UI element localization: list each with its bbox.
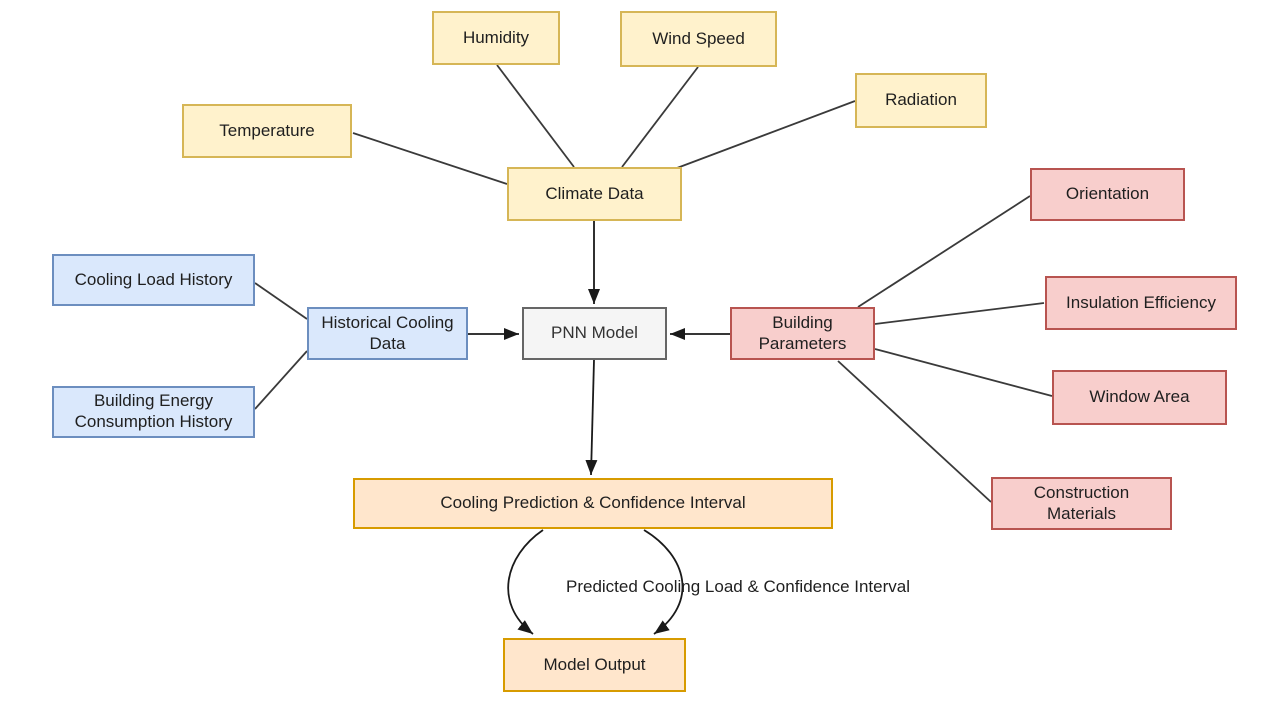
node-temperature-label: Temperature: [219, 120, 315, 140]
node-radiation-label: Radiation: [885, 90, 957, 110]
node-insulation-efficiency: Insulation Efficiency: [1045, 276, 1237, 330]
node-orientation-label: Orientation: [1065, 184, 1150, 204]
edge-label-predicted-cooling-load: Predicted Cooling Load & Confidence Inte…: [566, 577, 910, 596]
edge-humidity-climate: [496, 64, 575, 168]
node-window-area: Window Area: [1052, 370, 1227, 425]
node-radiation: Radiation: [855, 73, 987, 128]
node-cooling-load-history-label: Cooling Load History: [74, 269, 233, 289]
node-insulation-efficiency-label: Insulation Efficiency: [1066, 292, 1216, 312]
node-pnn-model: PNN Model: [522, 307, 667, 360]
node-building-energy-consumption-history-label: Building Energy Consumption History: [74, 391, 233, 431]
edge-coolingloadhistory-historical: [254, 282, 308, 320]
node-cooling-prediction: Cooling Prediction & Confidence Interval: [353, 478, 833, 529]
node-construction-materials-label: Construction Materials: [1033, 482, 1130, 523]
arrow-pnn-coolingprediction: [585, 359, 598, 476]
node-pnn-model-label: PNN Model: [551, 323, 638, 343]
node-climate-data-label: Climate Data: [545, 183, 644, 203]
edge-temperature-climate: [352, 132, 508, 185]
node-window-area-label: Window Area: [1089, 387, 1190, 407]
edge-buildingenergy-historical: [254, 350, 308, 410]
node-building-energy-consumption-history: Building Energy Consumption History: [52, 386, 255, 438]
node-humidity-label: Humidity: [462, 27, 530, 47]
node-construction-materials: Construction Materials: [991, 477, 1172, 530]
arrow-prediction-modeloutput-right: [643, 529, 684, 635]
node-orientation: Orientation: [1030, 168, 1185, 221]
node-cooling-prediction-label: Cooling Prediction & Confidence Interval: [440, 493, 746, 513]
node-humidity: Humidity: [432, 11, 560, 65]
edge-buildingparams-construction: [837, 360, 992, 503]
node-climate-data: Climate Data: [507, 167, 682, 221]
node-model-output-label: Model Output: [543, 654, 646, 674]
arrow-prediction-modeloutput-left: [507, 529, 544, 635]
edge-buildingparams-orientation: [857, 195, 1031, 308]
node-historical-cooling-data: Historical Cooling Data: [307, 307, 468, 360]
edge-buildingparams-insulation: [874, 302, 1045, 325]
node-historical-cooling-data-label: Historical Cooling Data: [321, 312, 454, 353]
edge-buildingparams-windowarea: [874, 348, 1053, 397]
node-model-output: Model Output: [503, 638, 686, 692]
node-cooling-load-history: Cooling Load History: [52, 254, 255, 306]
node-building-parameters: Building Parameters: [730, 307, 875, 360]
node-wind-speed: Wind Speed: [620, 11, 777, 67]
edge-radiation-climate: [676, 100, 856, 169]
node-building-parameters-label: Building Parameters: [758, 312, 847, 353]
node-temperature: Temperature: [182, 104, 352, 158]
node-wind-speed-label: Wind Speed: [652, 28, 745, 48]
edge-windspeed-climate: [621, 66, 699, 168]
